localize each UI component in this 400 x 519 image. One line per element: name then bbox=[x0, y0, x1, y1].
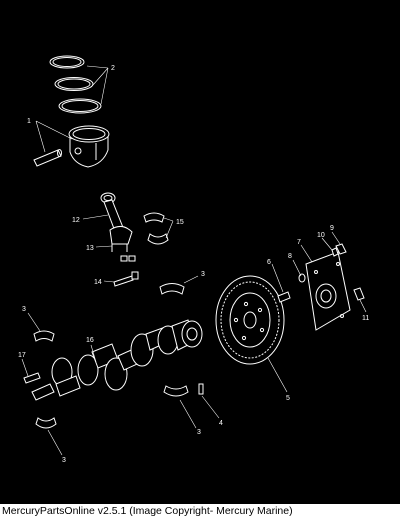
screw-10 bbox=[331, 247, 339, 257]
connecting-rod bbox=[100, 192, 133, 252]
flywheel bbox=[215, 275, 285, 365]
exploded-parts-diagram: 2 1 12 bbox=[0, 0, 400, 504]
rod-nuts bbox=[120, 255, 136, 262]
washer-8 bbox=[298, 273, 306, 283]
callout-3-left: 3 bbox=[22, 306, 26, 313]
image-caption: MercuryPartsOnline v2.5.1 (Image Copyrig… bbox=[2, 505, 293, 517]
bolt-11 bbox=[353, 287, 365, 301]
screw-9 bbox=[335, 243, 347, 255]
callout-10: 10 bbox=[317, 232, 325, 239]
main-bearing-lower-center bbox=[163, 385, 189, 397]
piston-rings bbox=[49, 55, 102, 114]
callout-13: 13 bbox=[86, 245, 94, 252]
callout-5: 5 bbox=[286, 395, 290, 402]
parts-drawing: 2 1 12 bbox=[18, 55, 369, 464]
callout-3-lower-left: 3 bbox=[62, 457, 66, 464]
callout-3-lower-center: 3 bbox=[197, 429, 201, 436]
callout-15: 15 bbox=[176, 219, 184, 226]
callout-4: 4 bbox=[219, 420, 223, 427]
dowel-pin-17 bbox=[23, 372, 41, 384]
flywheel-bolt bbox=[277, 291, 291, 303]
callout-14: 14 bbox=[94, 279, 102, 286]
main-bearing-left bbox=[33, 330, 55, 342]
callout-6: 6 bbox=[267, 259, 271, 266]
piston-pin bbox=[33, 149, 62, 167]
callout-1: 1 bbox=[27, 118, 31, 125]
main-bearing-lower-left bbox=[35, 417, 57, 429]
callout-9: 9 bbox=[330, 225, 334, 232]
callout-8: 8 bbox=[288, 253, 292, 260]
callout-12: 12 bbox=[72, 217, 80, 224]
crankshaft bbox=[31, 319, 203, 401]
adapter-plate bbox=[305, 251, 351, 331]
pin-4 bbox=[198, 383, 204, 395]
callout-17: 17 bbox=[18, 352, 26, 359]
main-bearing-upper bbox=[159, 283, 185, 295]
callout-3-upper: 3 bbox=[201, 271, 205, 278]
callout-2: 2 bbox=[111, 65, 115, 72]
rod-bolt bbox=[113, 271, 139, 287]
callout-16: 16 bbox=[86, 337, 94, 344]
rod-bearings bbox=[143, 212, 169, 245]
piston bbox=[68, 125, 110, 168]
callout-7: 7 bbox=[297, 239, 301, 246]
callout-11: 11 bbox=[362, 315, 369, 322]
